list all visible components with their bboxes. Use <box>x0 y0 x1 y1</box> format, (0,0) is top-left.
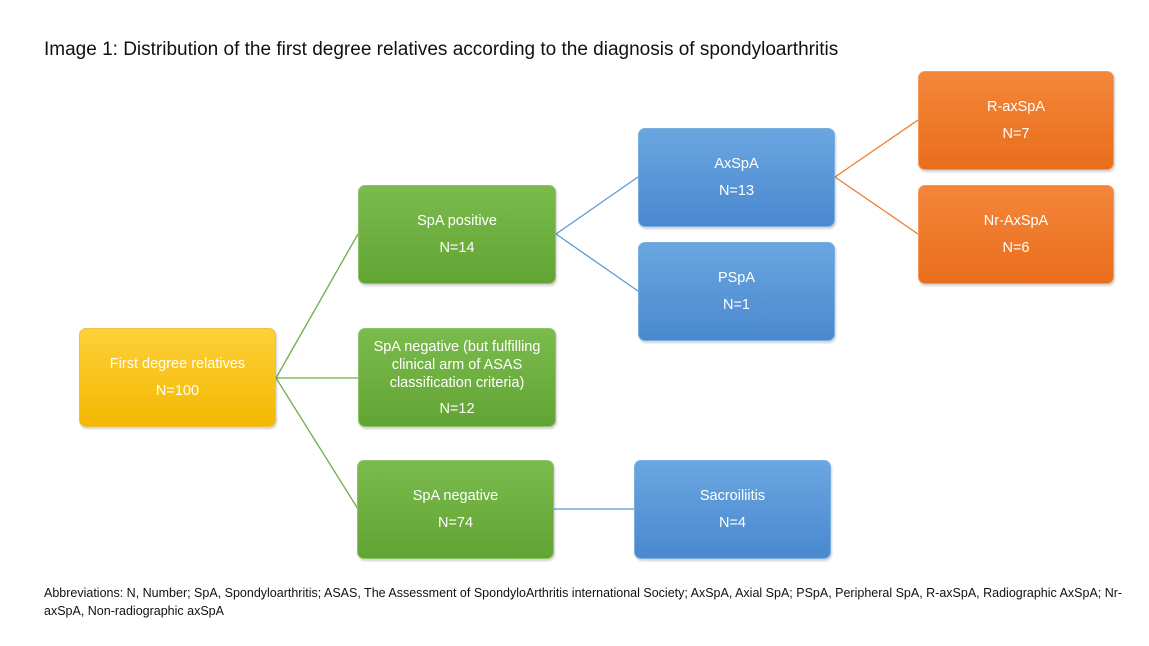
node-count: N=7 <box>1002 125 1030 142</box>
figure-title: Image 1: Distribution of the first degre… <box>44 39 839 60</box>
node-label: R-axSpA <box>986 98 1046 115</box>
node-sacroiliitis: Sacroiliitis N=4 <box>634 460 831 559</box>
node-count: N=100 <box>155 382 200 399</box>
node-pspa: PSpA N=1 <box>638 242 835 341</box>
edge-spa-positive-pspa <box>555 233 639 292</box>
node-label: Nr-AxSpA <box>983 212 1049 229</box>
node-label: SpA negative (but fulfilling clinical ar… <box>373 338 541 391</box>
node-label: SpA positive <box>417 212 497 229</box>
node-spa-positive: SpA positive N=14 <box>358 185 556 284</box>
node-label: PSpA <box>717 269 756 286</box>
node-nr-axspa: Nr-AxSpA N=6 <box>918 185 1114 284</box>
node-count: N=14 <box>439 239 475 256</box>
abbreviations-note: Abbreviations: N, Number; SpA, Spondyloa… <box>44 586 1123 618</box>
edge-root-spa-negative <box>275 377 359 510</box>
node-spa-negative: SpA negative N=74 <box>357 460 554 559</box>
node-label: First degree relatives <box>109 355 246 372</box>
node-label: AxSpA <box>714 155 759 172</box>
node-count: N=4 <box>718 514 746 531</box>
node-label: Sacroiliitis <box>699 487 766 504</box>
node-count: N=6 <box>1002 239 1030 256</box>
node-r-axspa: R-axSpA N=7 <box>918 71 1114 170</box>
node-count: N=74 <box>437 514 474 531</box>
node-label: SpA negative <box>412 487 499 504</box>
node-spa-negative-asas: SpA negative (but fulfilling clinical ar… <box>358 328 556 427</box>
node-count: N=12 <box>439 400 475 417</box>
edge-spa-positive-axspa <box>555 176 639 235</box>
edge-axspa-nr-axspa <box>834 176 919 235</box>
node-axspa: AxSpA N=13 <box>638 128 835 227</box>
edge-axspa-r-axspa <box>834 119 919 178</box>
node-count: N=1 <box>722 296 750 313</box>
node-first-degree-relatives: First degree relatives N=100 <box>79 328 276 427</box>
edge-root-spa-positive <box>275 233 359 379</box>
node-count: N=13 <box>718 182 755 199</box>
